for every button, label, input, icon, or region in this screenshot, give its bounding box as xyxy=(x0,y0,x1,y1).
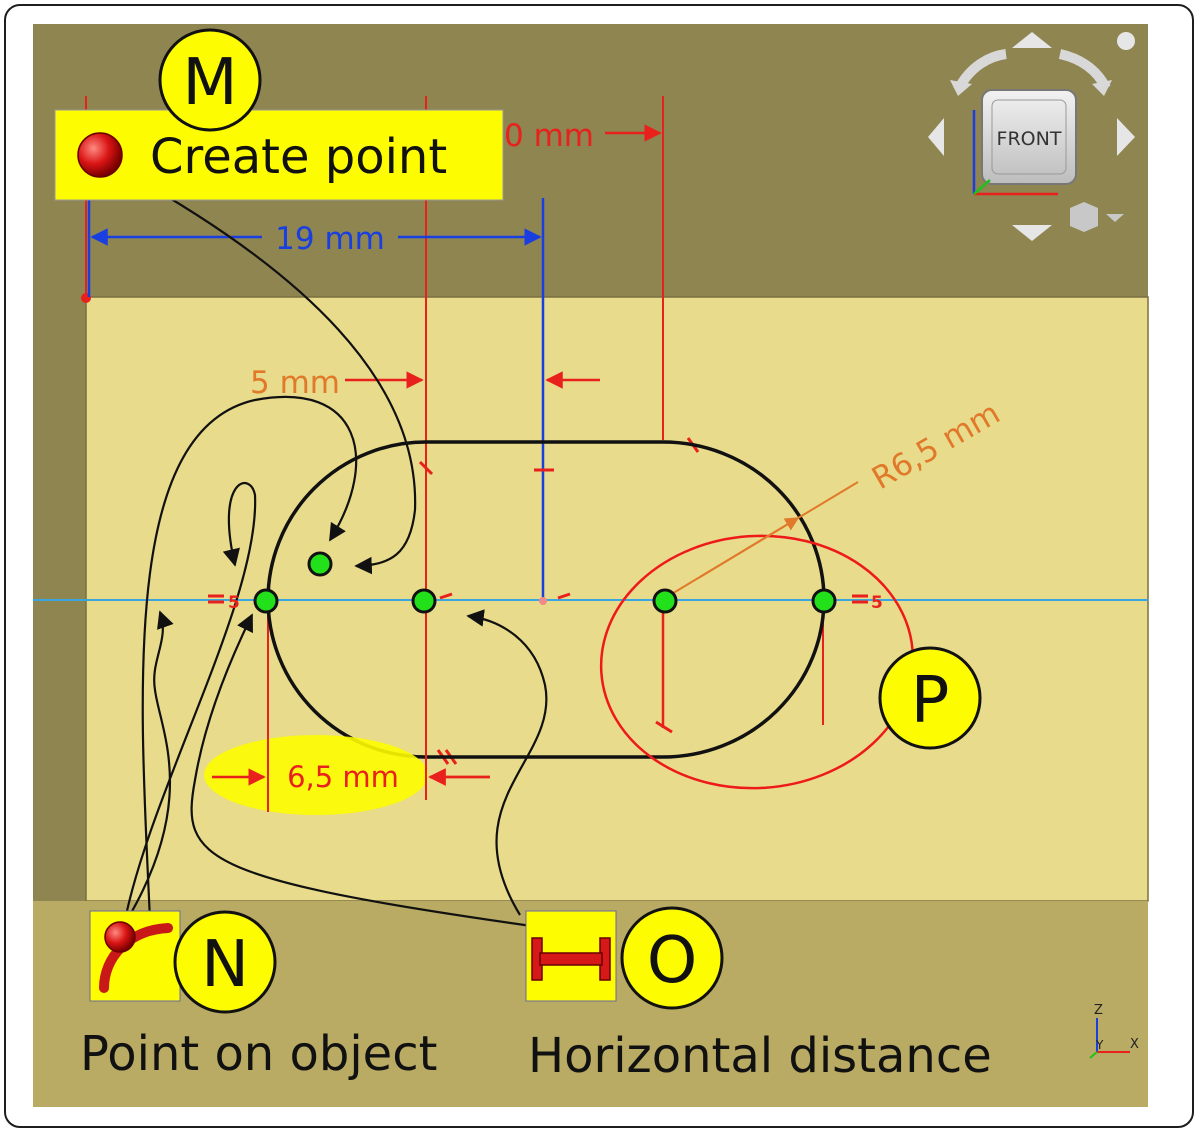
callout-horizontal-distance: O Horizontal distance xyxy=(525,906,992,1084)
equal-mark-right: 5 xyxy=(871,593,883,613)
equal-mark-left: 5 xyxy=(228,593,240,613)
callout-p: P xyxy=(878,646,982,750)
navcube-arrow-right-icon[interactable] xyxy=(1117,118,1135,156)
navcube-front-face[interactable] xyxy=(981,89,1077,185)
sketch-point-right[interactable] xyxy=(811,588,837,614)
dimension-6-5mm: 6,5 mm xyxy=(287,760,399,794)
callout-badge-p xyxy=(878,646,982,750)
dimension-19mm: 19 mm xyxy=(275,221,385,257)
blue-dimension-19mm xyxy=(87,196,554,600)
navcube-arrow-down-icon[interactable] xyxy=(1012,225,1052,241)
sketch-point-center-left[interactable] xyxy=(411,588,437,614)
callout-badge-o xyxy=(620,906,724,1010)
navcube-arrow-up-icon[interactable] xyxy=(1012,32,1052,48)
navcube-face-label: FRONT xyxy=(997,128,1062,150)
create-point-icon xyxy=(77,132,123,178)
navcube-arrow-left-icon[interactable] xyxy=(928,118,944,156)
sketch-point-left[interactable] xyxy=(253,588,279,614)
highlight-6-5mm xyxy=(204,735,428,815)
red-dimension-lines xyxy=(81,96,868,812)
callout-letter-p: P xyxy=(911,664,950,738)
callout-letter-o: O xyxy=(647,924,697,998)
annotation-arrows xyxy=(122,174,561,932)
dimension-top-partial: 0 mm xyxy=(504,118,594,154)
slot-outline xyxy=(266,440,826,759)
callout-create-point: Create point M xyxy=(54,28,504,201)
callout-letter-n: N xyxy=(201,928,249,1002)
axis-z-label: Z xyxy=(1094,1003,1103,1018)
dimension-5mm: 5 mm xyxy=(250,365,340,401)
callout-badge-m xyxy=(158,28,262,132)
horizontal-distance-icon xyxy=(531,937,611,981)
create-point-label: Create point xyxy=(150,129,447,185)
sketch-points xyxy=(253,551,837,614)
callout-letter-m: M xyxy=(182,46,237,120)
sketch-point-new[interactable] xyxy=(307,551,333,577)
callout-badge-n xyxy=(173,910,277,1014)
view-menu-icon[interactable] xyxy=(1070,202,1124,232)
point-on-object-label: Point on object xyxy=(80,1026,437,1082)
sketch-point-small xyxy=(539,597,547,605)
callout-point-on-object: N Point on object xyxy=(80,910,437,1082)
horizontal-distance-label: Horizontal distance xyxy=(528,1028,992,1084)
axis-x-label: X xyxy=(1130,1037,1139,1052)
navcube-menu-dot[interactable] xyxy=(1117,32,1135,50)
axis-indicator: Z Y X xyxy=(1089,1003,1139,1059)
navigation-cube[interactable]: FRONT xyxy=(928,32,1135,241)
sketch-point-center-right[interactable] xyxy=(652,588,678,614)
axis-y-label: Y xyxy=(1095,1038,1104,1052)
